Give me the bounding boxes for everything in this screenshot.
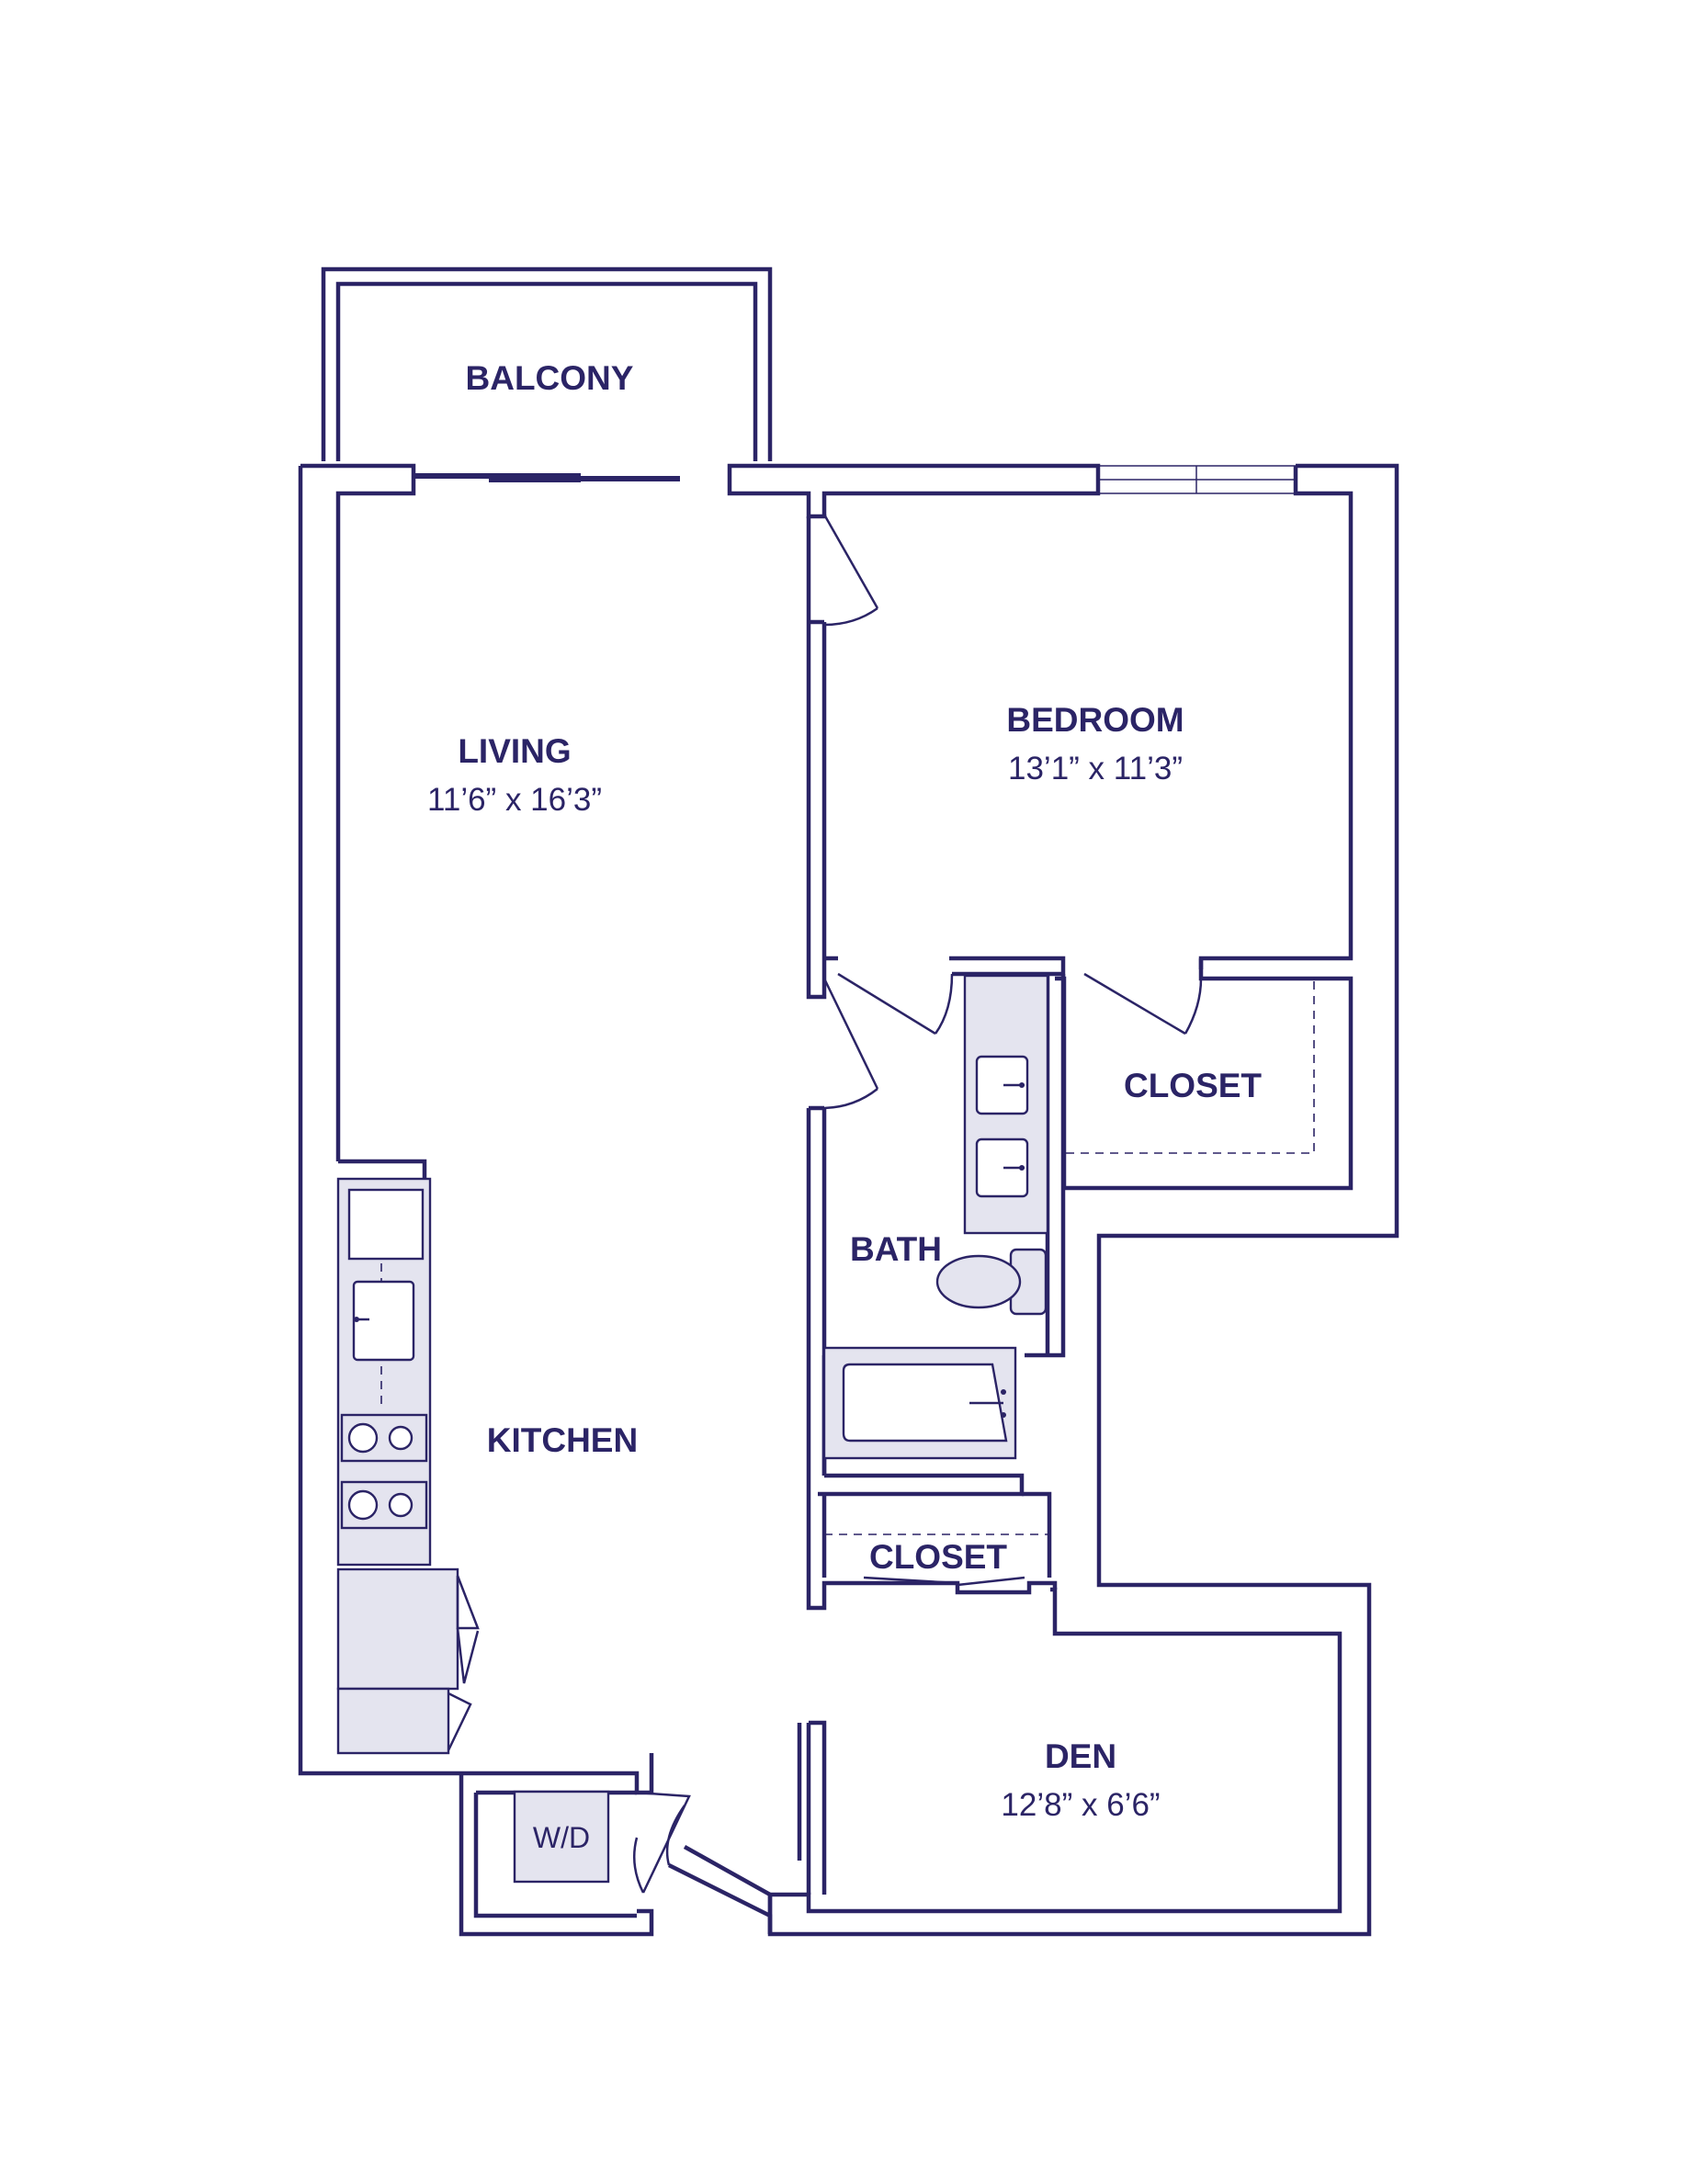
- entry-wall: [667, 1845, 773, 1934]
- den-dims: 12’8” x 6’6”: [1001, 1787, 1160, 1823]
- kitchen-fixtures: [336, 1177, 480, 1755]
- kitchen-sink-icon: [352, 1280, 415, 1362]
- living-dims: 11’6” x 16’3”: [427, 782, 602, 818]
- door-swings: [632, 514, 1203, 1894]
- bedroom-window: [1097, 465, 1297, 494]
- closet-shelf-line: [1066, 979, 1315, 1154]
- hall-closet-wall: [818, 1491, 1052, 1578]
- bath-label: BATH: [850, 1230, 942, 1268]
- upper-cabinet-icon: [347, 1188, 425, 1261]
- sink-icon: [975, 1055, 1029, 1115]
- bedroom-closet-label: CLOSET: [1124, 1067, 1262, 1104]
- kitchen-label: KITCHEN: [487, 1421, 638, 1459]
- hall-left-wall: [806, 515, 827, 1000]
- den-left-wall: [767, 1720, 827, 1934]
- room-labels: BALCONY LIVING 11’6” x 16’3” BEDROOM 13’…: [427, 359, 1262, 1854]
- sink-icon: [975, 1137, 1029, 1198]
- fridge-icon: [336, 1567, 459, 1691]
- living-label: LIVING: [458, 732, 571, 770]
- washer-dryer-icon: [513, 1790, 610, 1884]
- washer-dryer-label: W/D: [533, 1821, 590, 1854]
- bedroom-top-wall: [727, 463, 1101, 519]
- toilet-bowl-icon: [935, 1254, 1022, 1309]
- kitchen-left-wall: [338, 1159, 427, 1179]
- bath-fixtures: [822, 974, 1049, 1460]
- bedroom-label: BEDROOM: [1006, 701, 1184, 739]
- pantry-icon: [336, 1687, 450, 1755]
- bedroom-top-right-wall: [767, 463, 1399, 1937]
- bedroom-bottom-wall: [824, 956, 1204, 977]
- hall-closet-label: CLOSET: [869, 1538, 1007, 1576]
- living-top-wall: [298, 463, 654, 1795]
- sliding-door: [414, 473, 681, 482]
- bedroom-dims: 13’1” x 11’3”: [1008, 751, 1183, 786]
- den-label: DEN: [1045, 1737, 1116, 1775]
- balcony-label: BALCONY: [466, 359, 634, 397]
- balcony-wall: [321, 266, 773, 461]
- walls: [298, 266, 1399, 1937]
